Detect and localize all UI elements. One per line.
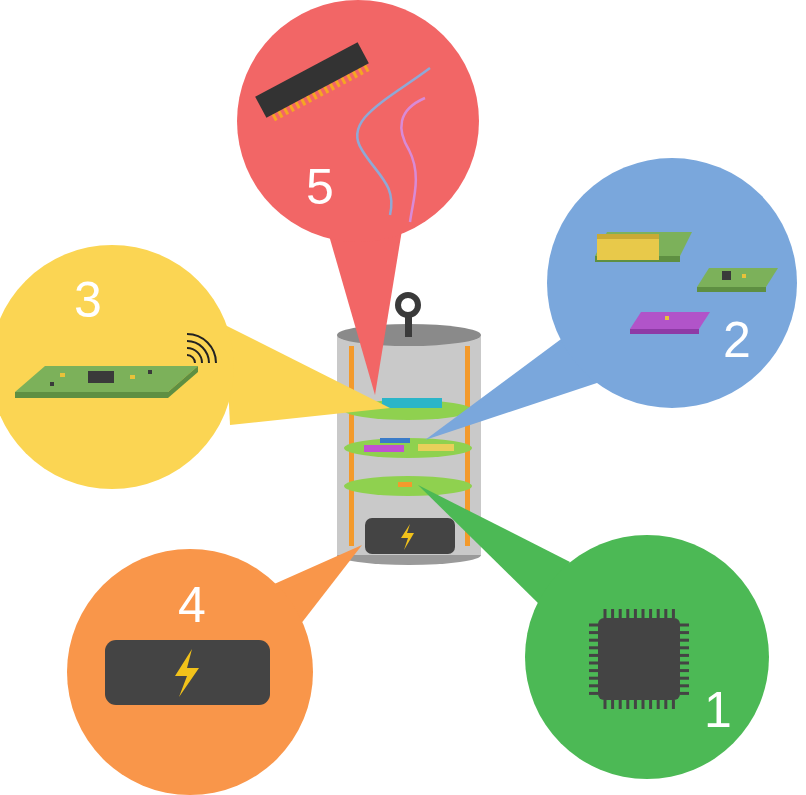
- part-illustration: [547, 158, 797, 408]
- callout-number: 1: [704, 685, 732, 735]
- callout-number: 2: [723, 315, 751, 365]
- callout-number: 4: [178, 580, 206, 630]
- part-illustration: [525, 535, 769, 779]
- sensor-bubble: 2: [547, 158, 797, 408]
- microcontroller-bubble: 5: [237, 0, 479, 242]
- callout-number: 5: [306, 162, 334, 212]
- part-illustration: [237, 0, 479, 242]
- part-illustration: [0, 245, 234, 489]
- processor-bubble: 1: [525, 535, 769, 779]
- callout-number: 3: [74, 275, 102, 325]
- radio-bubble: 3: [0, 245, 234, 489]
- battery-bubble: 4: [67, 549, 313, 795]
